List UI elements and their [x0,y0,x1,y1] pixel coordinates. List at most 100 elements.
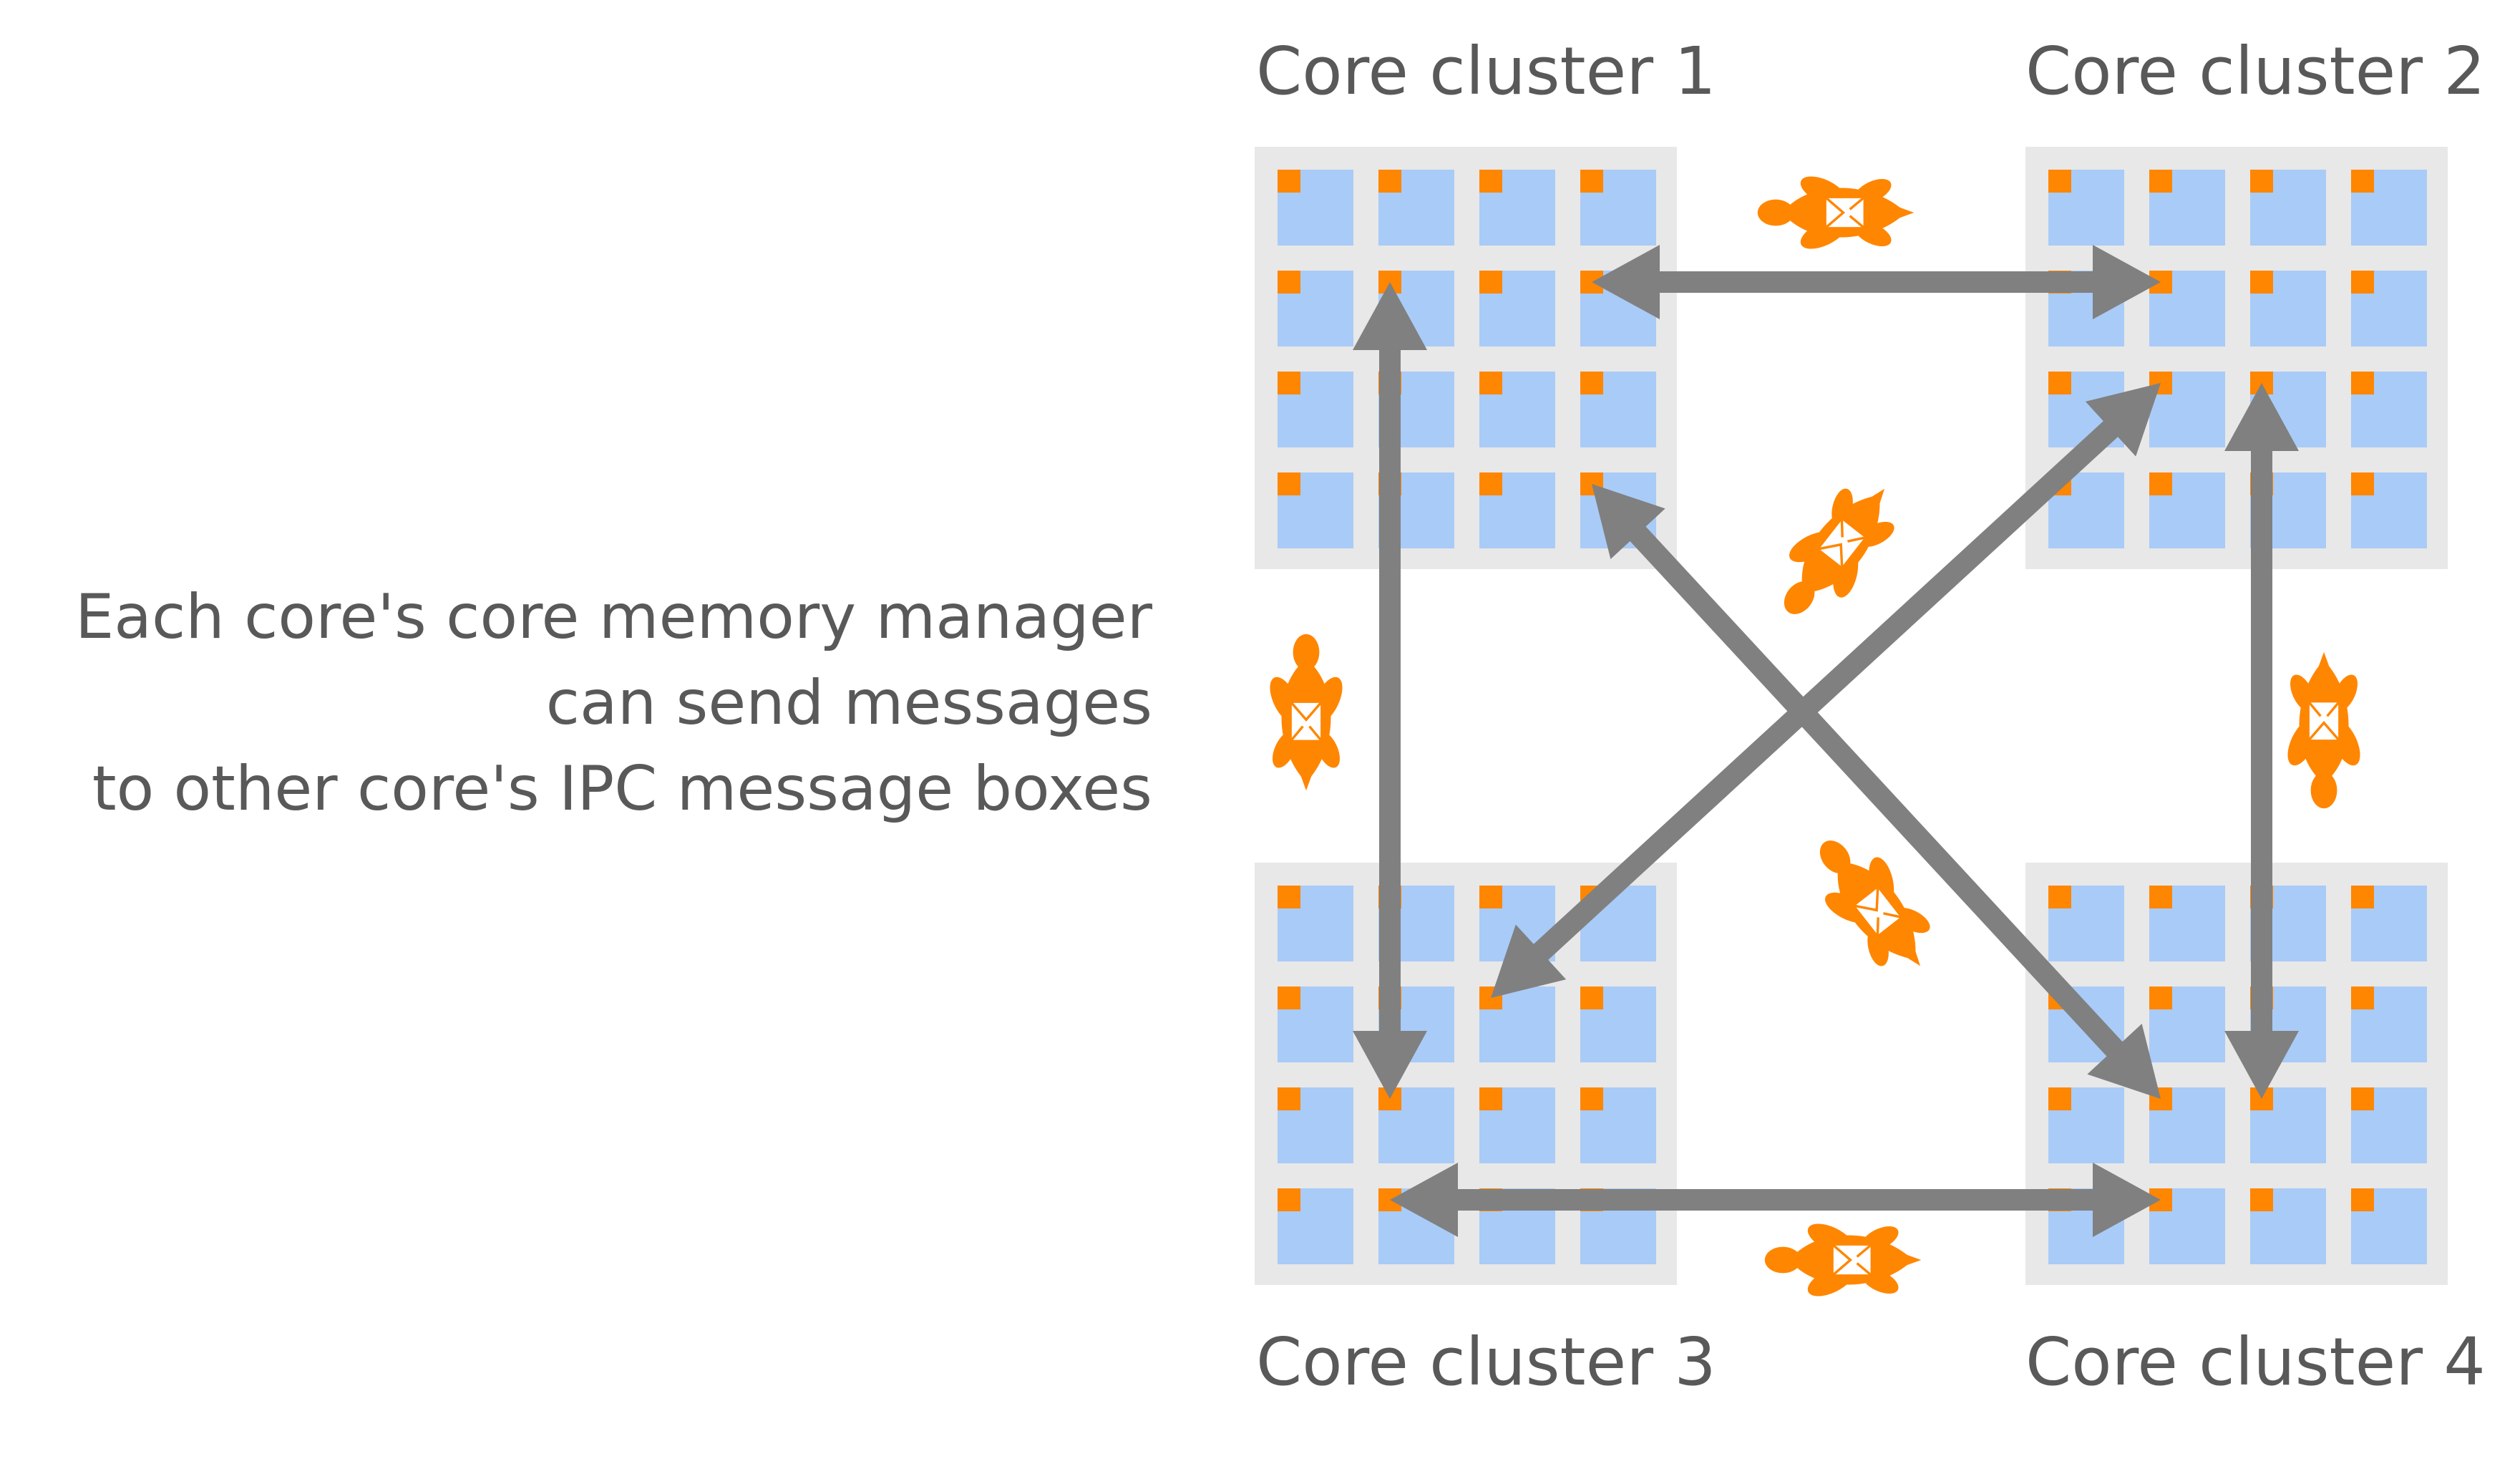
arrowhead [1491,924,1567,998]
ipc-message-box [2250,1188,2273,1211]
arrowhead [2093,245,2161,319]
turtle-envelope-icon [1763,1216,1923,1304]
description-line-3: to other core's IPC message boxes [92,753,1152,825]
ipc-message-box [1479,372,1502,394]
core [2250,1087,2326,1163]
message-arrow [1592,245,2161,319]
ipc-message-box [2351,886,2374,908]
description-line-1: Each core's core memory manager [75,581,1153,653]
core [1580,372,1656,447]
core [1580,170,1656,246]
arrowhead [2087,1023,2161,1099]
ipc-message-box [2048,1087,2071,1110]
arrowhead [2224,1031,2299,1099]
ipc-message-box [1479,1087,1502,1110]
core [2149,170,2225,246]
ipc-message-box [2351,271,2374,294]
core-cluster-3 [1255,863,1677,1285]
core [2250,1188,2326,1264]
core [1479,170,1555,246]
core [2149,271,2225,346]
arrowhead [2224,383,2299,451]
core [2149,886,2225,961]
description-text: Each core's core memory manager can send… [75,581,1153,825]
ipc-message-box [2250,170,2273,193]
cluster-2-label: Core cluster 2 [2025,33,2486,110]
ipc-message-box [1479,472,1502,495]
ipc-message-box [2149,886,2172,908]
core [1580,1087,1656,1163]
cluster-4-label: Core cluster 4 [2025,1324,2486,1400]
core [2351,170,2427,246]
ipc-message-box [1278,986,1300,1009]
arrowhead [1353,282,1427,350]
message-arrow [1592,484,2161,1099]
core [1278,271,1353,346]
turtle-envelope-icon [1753,461,1920,639]
core [2250,271,2326,346]
core [1278,372,1353,447]
ipc-message-box [1278,472,1300,495]
core-cluster-2 [2025,147,2448,569]
ipc-message-box [1278,170,1300,193]
core [1278,170,1353,246]
ipc-message-box [1278,372,1300,394]
core [1479,271,1555,346]
core [1278,886,1353,961]
ipc-message-box [1278,886,1300,908]
ipc-message-box [2351,372,2374,394]
message-arrow [1353,282,1427,1099]
arrowhead [1592,245,1660,319]
ipc-message-box [2149,170,2172,193]
ipc-message-box [1479,271,1502,294]
ipc-message-box [2048,170,2071,193]
ipc-message-box [2048,372,2071,394]
core [1479,472,1555,548]
ipc-message-box [1378,170,1401,193]
core [2351,886,2427,961]
core [2048,886,2124,961]
ipc-message-box [1479,170,1502,193]
ipc-message-box [1580,986,1603,1009]
ipc-message-box [1479,886,1502,908]
arrowhead [2093,1163,2161,1237]
core [2351,1087,2427,1163]
turtle-envelope-icon [2280,650,2368,810]
core [1479,372,1555,447]
message-arrow [1390,1163,2161,1237]
ipc-message-box [2149,472,2172,495]
ipc-message-box [2351,986,2374,1009]
core [2048,1087,2124,1163]
core [1378,170,1454,246]
core [1278,472,1353,548]
message-arrow [1491,383,2161,998]
core [2351,1188,2427,1264]
arrowhead [1592,484,1665,560]
ipc-message-box [1580,372,1603,394]
ipc-message-box [2351,472,2374,495]
ipc-message-box [2351,1188,2374,1211]
core [2351,472,2427,548]
ipc-message-box [2351,1087,2374,1110]
turtle-envelope-icon [1756,169,1916,256]
ipc-message-box [2048,886,2071,908]
ipc-message-box [2250,271,2273,294]
core [2250,170,2326,246]
core [1479,986,1555,1062]
core [2351,986,2427,1062]
cluster-1-label: Core cluster 1 [1256,33,1716,110]
core [1278,1087,1353,1163]
core [1278,1188,1353,1264]
arrowhead [1353,1031,1427,1099]
core [2351,271,2427,346]
ipc-message-box [2351,170,2374,193]
core [1378,1087,1454,1163]
description-line-2: can send messages [546,667,1152,739]
arrowhead [1390,1163,1458,1237]
ipc-message-box [1278,1087,1300,1110]
arrowhead [2085,383,2161,457]
turtle-envelope-icon [1263,633,1350,792]
core [2149,472,2225,548]
arrow-shaft [1628,523,2125,1060]
